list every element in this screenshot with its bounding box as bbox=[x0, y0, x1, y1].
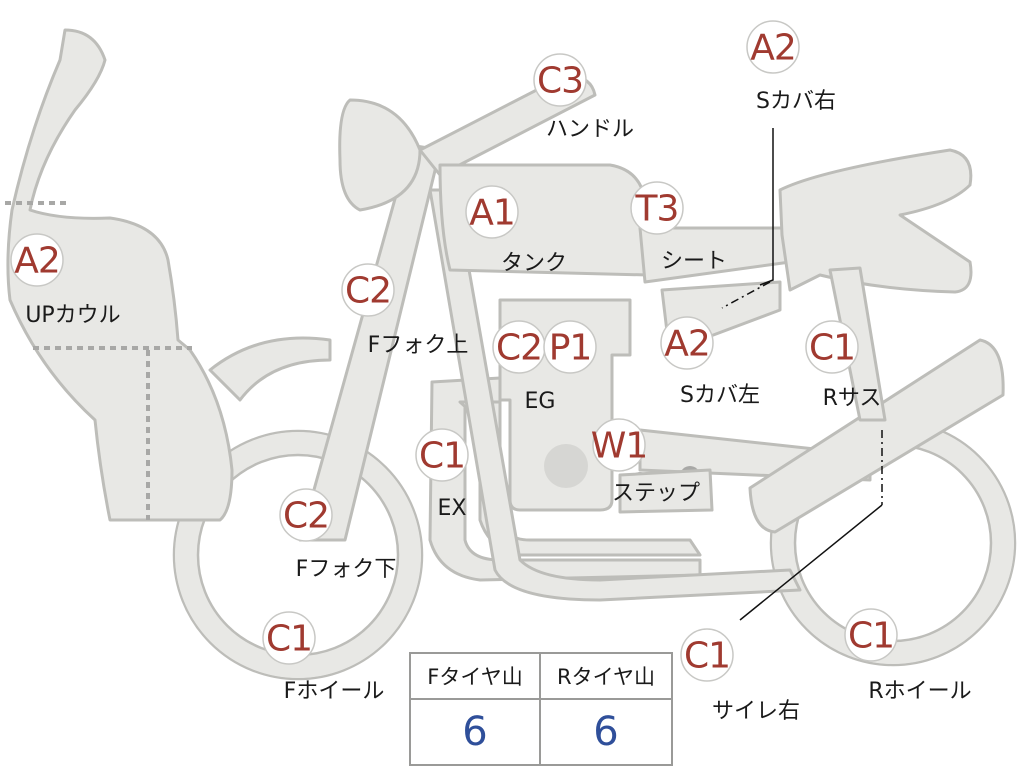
callout-code: C2 bbox=[345, 271, 391, 312]
callout-engine-c2: C2 bbox=[492, 320, 546, 374]
callout-part-label: サイレ右 bbox=[712, 699, 800, 724]
callout-code: C1 bbox=[809, 328, 855, 369]
callout-part-label: ステップ bbox=[612, 481, 700, 506]
callout-code: W1 bbox=[591, 426, 648, 467]
callout-badge bbox=[592, 418, 646, 472]
callout-code: C3 bbox=[537, 61, 583, 102]
callout-badge bbox=[533, 53, 587, 107]
callout-code: C1 bbox=[266, 619, 312, 660]
callout-code: C1 bbox=[684, 636, 730, 677]
callout-code: A2 bbox=[664, 324, 710, 365]
callout-silencer-right: C1 サイレ右 bbox=[680, 628, 800, 724]
tire-tread-table: Fタイヤ山 Rタイヤ山 6 6 bbox=[409, 652, 673, 766]
callout-part-label: シート bbox=[661, 249, 727, 274]
callout-badge bbox=[415, 428, 469, 482]
callout-step: W1 ステップ bbox=[591, 418, 700, 506]
callout-part-label: UPカウル bbox=[25, 303, 120, 328]
callout-part-label: Sカバ左 bbox=[680, 383, 760, 408]
callout-badge bbox=[680, 628, 734, 682]
callout-code: C1 bbox=[848, 616, 894, 657]
callout-badge bbox=[630, 181, 684, 235]
front-tire-value: 6 bbox=[411, 700, 541, 764]
rear-tire-value: 6 bbox=[593, 709, 619, 755]
callout-part-label: Fフォク上 bbox=[368, 333, 469, 358]
callout-part-label: タンク bbox=[501, 251, 567, 276]
callout-part-label: Rサス bbox=[823, 386, 882, 411]
callout-badge bbox=[844, 608, 898, 662]
callout-badge bbox=[10, 233, 64, 287]
frame-shape bbox=[428, 188, 802, 602]
callout-part-label: Rホイール bbox=[868, 679, 971, 704]
callout-part-label: Fホイール bbox=[284, 679, 385, 704]
front-tire-header: Fタイヤ山 bbox=[411, 654, 541, 700]
callout-code: A1 bbox=[469, 193, 515, 234]
callout-code: P1 bbox=[549, 328, 592, 369]
callout-badge bbox=[341, 263, 395, 317]
callout-badge bbox=[262, 611, 316, 665]
callout-part-label: EX bbox=[438, 496, 467, 521]
callout-code: A2 bbox=[14, 241, 60, 282]
callout-handlebar: C3 ハンドル bbox=[533, 53, 634, 142]
callout-badge bbox=[746, 20, 800, 74]
callout-badge bbox=[660, 316, 714, 370]
callout-code: C2 bbox=[496, 328, 542, 369]
callout-part-label: Sカバ右 bbox=[756, 89, 836, 114]
rear-tire-header: Rタイヤ山 bbox=[541, 654, 671, 700]
callout-seat: T3 シート bbox=[630, 181, 727, 274]
callout-part-label: Fフォク下 bbox=[296, 557, 397, 582]
callout-code: A2 bbox=[750, 28, 796, 69]
upper-cowl-shape bbox=[6, 28, 234, 522]
callout-badge bbox=[543, 320, 597, 374]
callout-code: T3 bbox=[635, 189, 679, 230]
callout-part-label: EG bbox=[525, 389, 556, 414]
callout-badge bbox=[279, 488, 333, 542]
leader-lines bbox=[721, 128, 883, 621]
callout-badge bbox=[805, 320, 859, 374]
callout-code: C2 bbox=[283, 496, 329, 537]
exhaust-pipe-shape bbox=[428, 376, 702, 582]
muffler-shape bbox=[748, 338, 1005, 534]
callout-tank: A1 タンク bbox=[465, 185, 567, 276]
callout-part-label: ハンドル bbox=[546, 117, 634, 142]
front-wheel-shape bbox=[172, 336, 424, 681]
tail-cowl-shape bbox=[778, 148, 973, 294]
callout-badge bbox=[465, 185, 519, 239]
callout-code: C1 bbox=[419, 436, 465, 477]
